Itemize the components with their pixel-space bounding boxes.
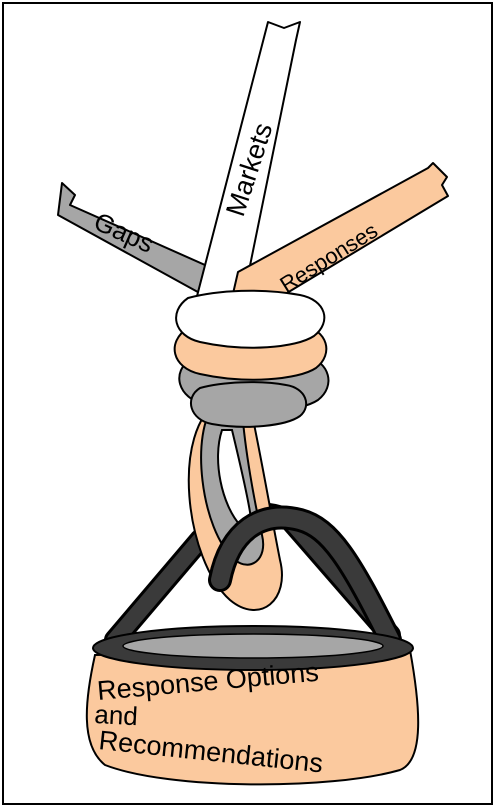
basket-rim-inner bbox=[123, 634, 383, 658]
coil-white bbox=[176, 291, 324, 348]
basket: Response Options and Recommendations bbox=[87, 626, 418, 784]
knot-coils bbox=[175, 291, 329, 427]
coil-gray-small bbox=[191, 382, 306, 427]
